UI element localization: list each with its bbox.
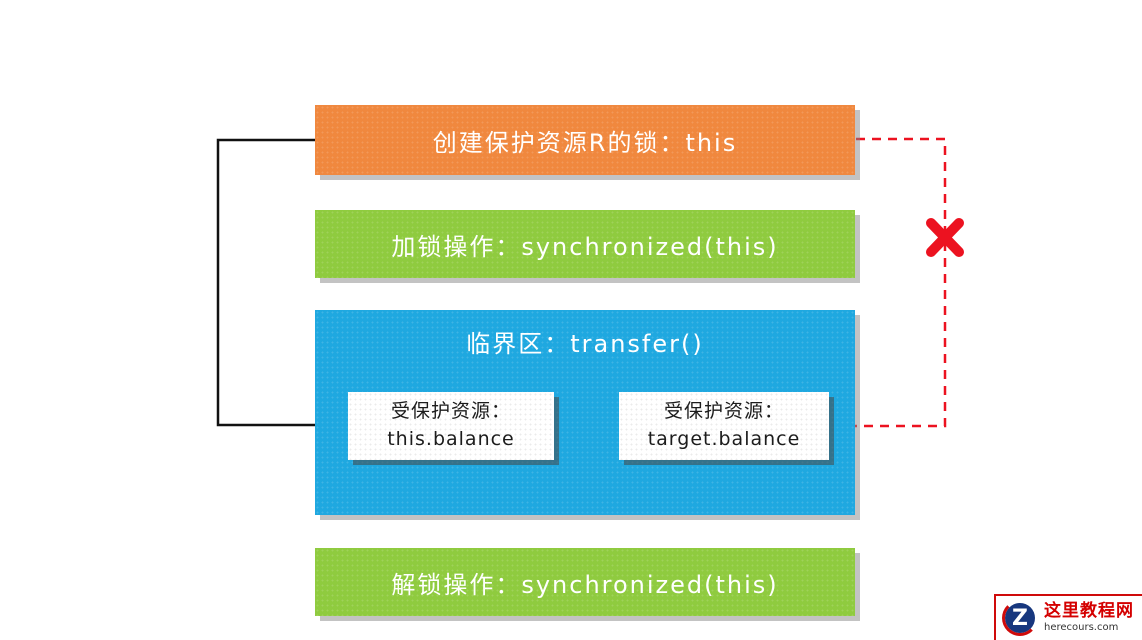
critical-section-title: 临界区：transfer() bbox=[466, 330, 704, 358]
unlock-operation-box: 解锁操作：synchronized(this) bbox=[315, 548, 855, 616]
lock-operation-box: 加锁操作：synchronized(this) bbox=[315, 210, 855, 278]
protected-resource-this-box: 受保护资源： this.balance bbox=[348, 392, 554, 460]
protected-resource-this-label-line2: this.balance bbox=[387, 428, 515, 450]
critical-section-box: 临界区：transfer() 受保护资源： this.balance 受保护资源… bbox=[315, 310, 855, 515]
create-lock-label: 创建保护资源R的锁：this bbox=[432, 128, 738, 157]
create-lock-box: 创建保护资源R的锁：this bbox=[315, 105, 855, 175]
lock-operation-label: 加锁操作：synchronized(this) bbox=[391, 232, 779, 261]
watermark-site-name: 这里教程网 bbox=[1044, 601, 1134, 622]
blocked-access-dashed-line bbox=[847, 137, 947, 428]
watermark-logo-icon: Z bbox=[1002, 600, 1038, 636]
protected-resource-target-label-line2: target.balance bbox=[647, 428, 801, 450]
unlock-operation-label: 解锁操作：synchronized(this) bbox=[391, 570, 779, 599]
watermark: Z 这里教程网 herecours.com bbox=[994, 594, 1142, 640]
error-x-icon bbox=[926, 218, 964, 257]
protected-resource-this-label-line1: 受保护资源： bbox=[390, 400, 511, 423]
watermark-site-url: herecours.com bbox=[1044, 622, 1119, 634]
protected-resource-target-box: 受保护资源： target.balance bbox=[619, 392, 829, 460]
watermark-text: 这里教程网 herecours.com bbox=[1044, 602, 1134, 633]
protected-resource-target-label-line1: 受保护资源： bbox=[663, 400, 784, 423]
